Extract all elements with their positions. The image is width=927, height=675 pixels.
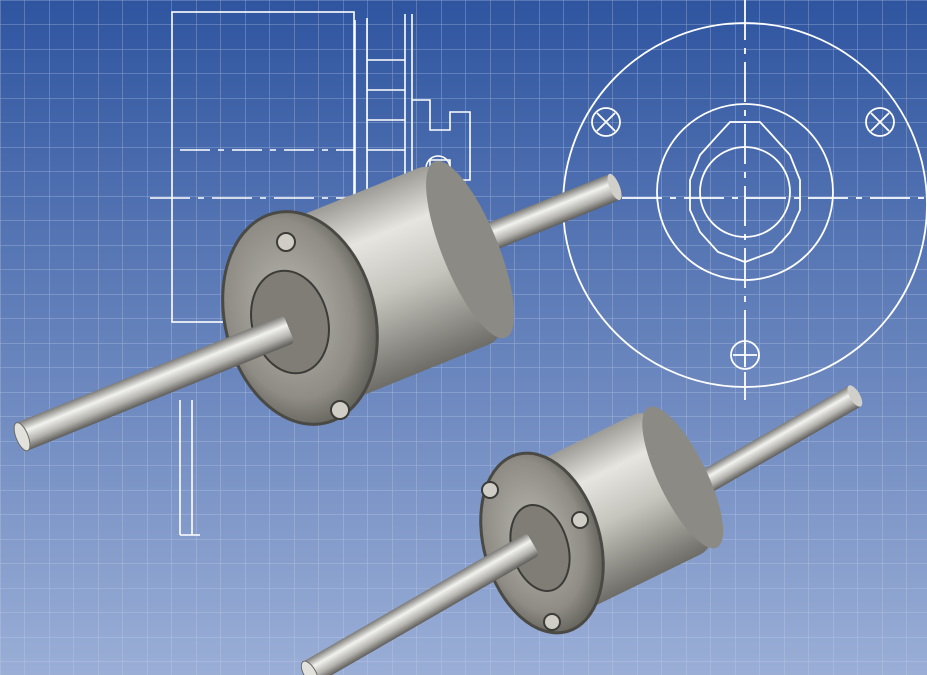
large-torque-limiter (13, 160, 622, 452)
screw-head-icon (591, 107, 621, 137)
small-torque-limiter (300, 385, 863, 675)
blueprint-front-view (560, 0, 927, 400)
screw-head-icon (865, 107, 895, 137)
screw-head-icon (730, 340, 760, 370)
